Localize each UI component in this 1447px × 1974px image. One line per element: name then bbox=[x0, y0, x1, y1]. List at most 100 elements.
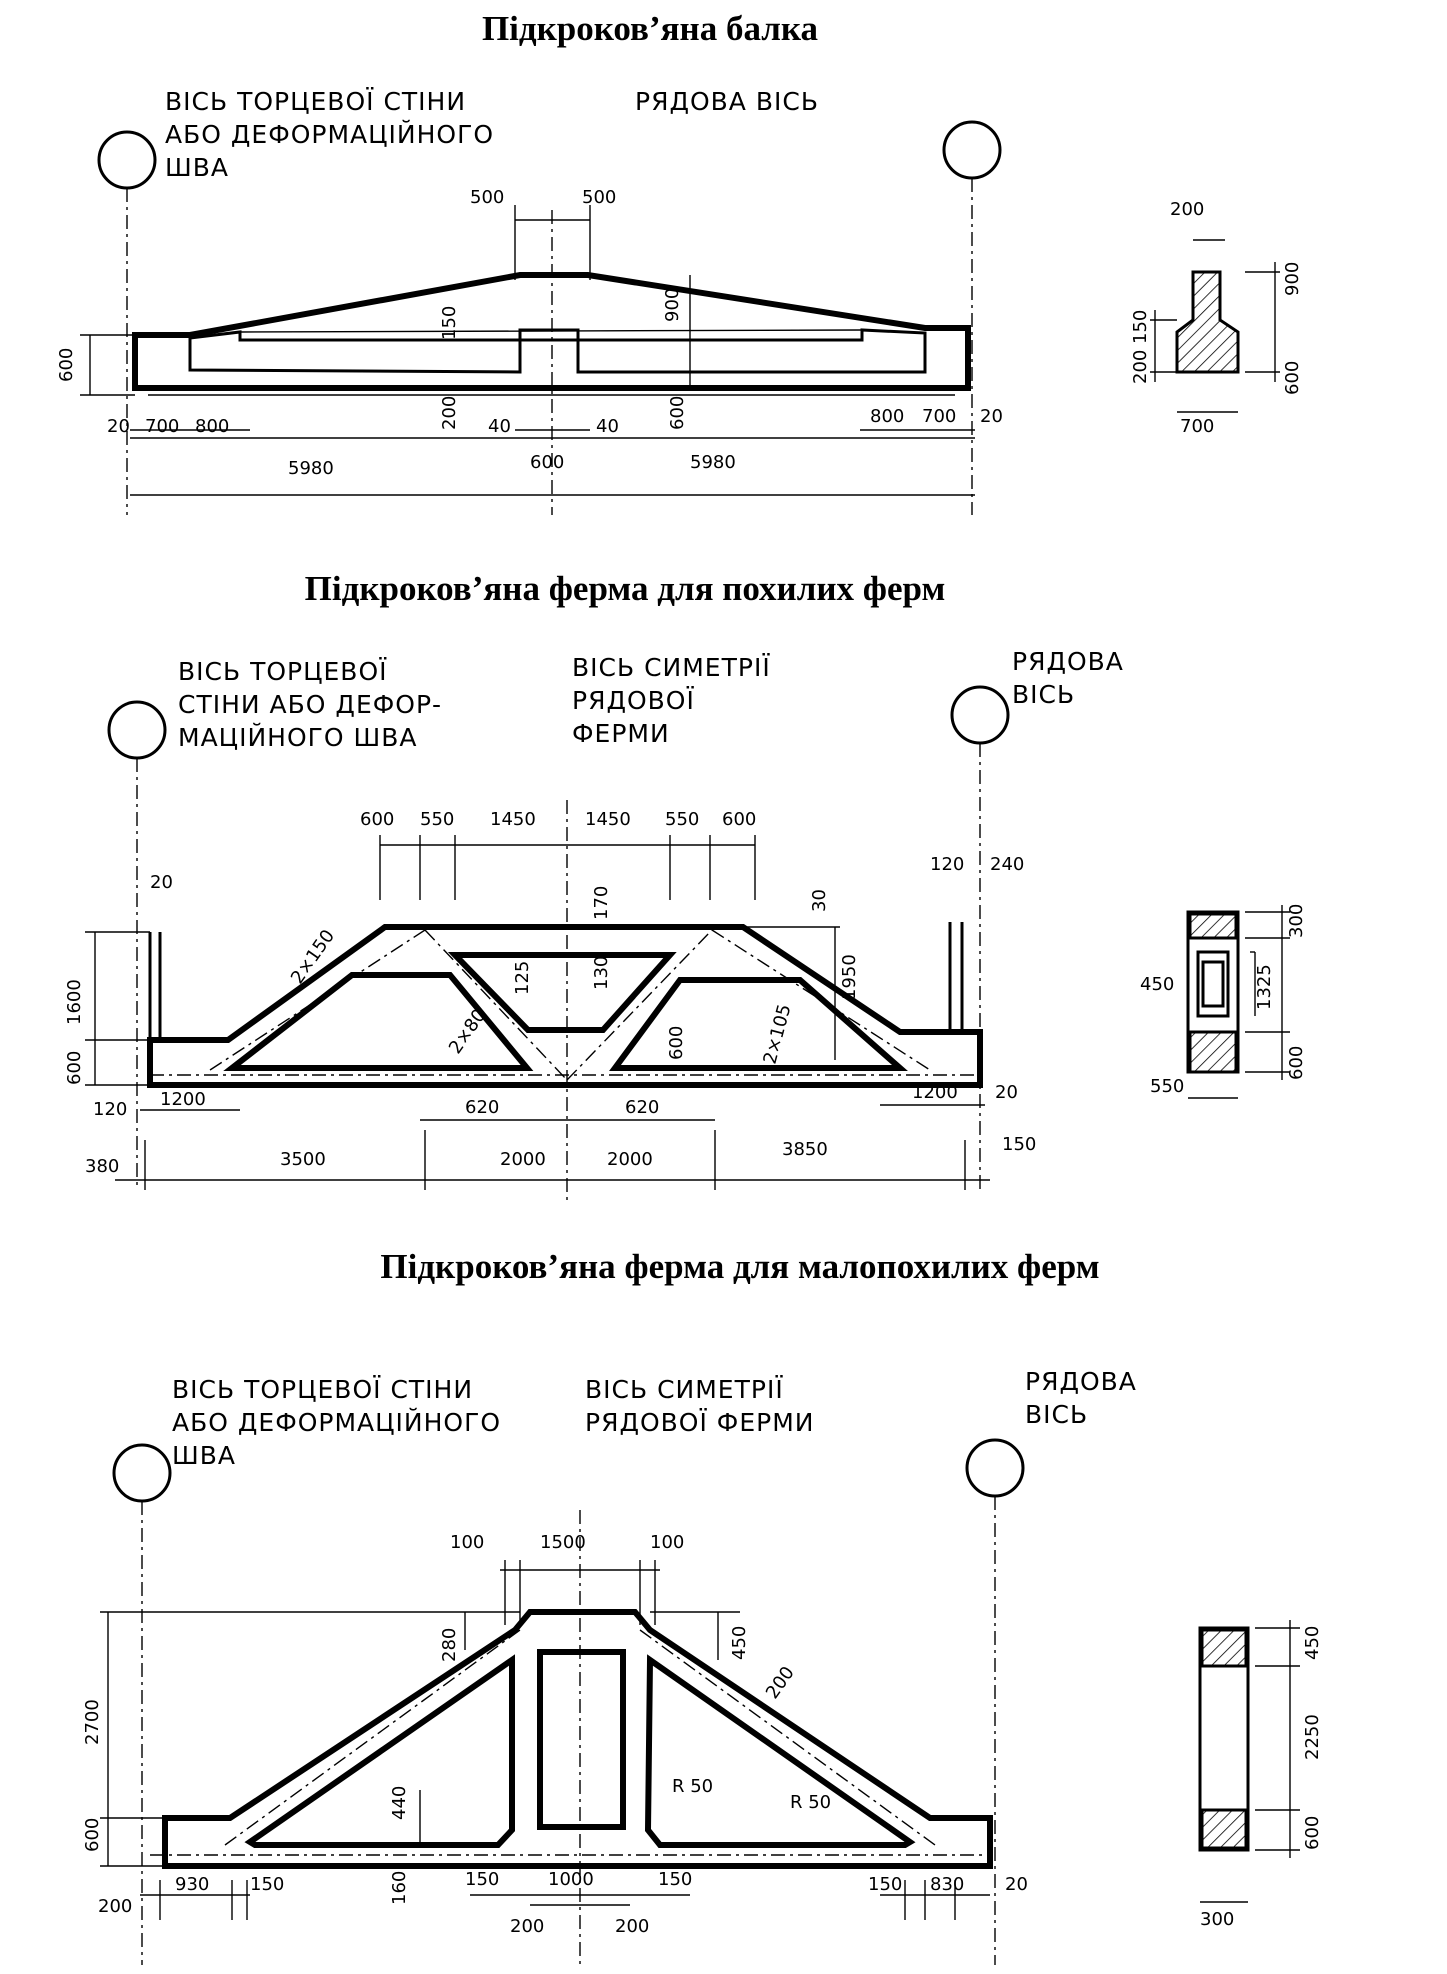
dim-label: 150 bbox=[868, 1874, 902, 1895]
dim-label: 700 bbox=[145, 416, 179, 437]
symmetry-axis-label: ВІСЬ СИМЕТРІЇ РЯДОВОЇ ФЕРМИ bbox=[572, 653, 770, 748]
dim-label: 1600 bbox=[64, 979, 85, 1025]
truss-outline bbox=[147, 924, 983, 1088]
dim-label: 600 bbox=[722, 809, 756, 830]
left-panel bbox=[244, 1654, 515, 1848]
dim-label: 20 bbox=[107, 416, 130, 437]
dim-label: 800 bbox=[870, 406, 904, 427]
cross-section-truss-sloped bbox=[1186, 905, 1290, 1099]
dim-label: 2×80 bbox=[445, 1005, 491, 1058]
dim-label: 2700 bbox=[82, 1699, 103, 1745]
dim-label: 40 bbox=[596, 416, 619, 437]
dim-label: 100 bbox=[650, 1532, 684, 1553]
dim-label: 440 bbox=[389, 1786, 410, 1820]
cross-section-truss-low-slope bbox=[1198, 1620, 1300, 1903]
dim-label: 900 bbox=[662, 288, 683, 322]
dim-label: 550 bbox=[420, 809, 454, 830]
center-opening bbox=[537, 1649, 626, 1830]
dim-label: 200 bbox=[1170, 199, 1204, 220]
diag-axis bbox=[639, 1629, 936, 1846]
diag-axis bbox=[224, 1629, 521, 1846]
dim-label: 5980 bbox=[288, 458, 334, 479]
truss-outline bbox=[162, 1609, 993, 1869]
end-axis-label: ВІСЬ ТОРЦЕВОЇ СТІНИ АБО ДЕФОРМАЦІЙНОГО Ш… bbox=[165, 87, 493, 182]
dim-label: 1450 bbox=[585, 809, 631, 830]
label-line: ВІСЬ СИМЕТРІЇ bbox=[585, 1375, 784, 1404]
row-axis-label: РЯДОВА ВІСЬ bbox=[1025, 1367, 1137, 1429]
label-line: ВІСЬ ТОРЦЕВОЇ СТІНИ bbox=[172, 1375, 473, 1404]
dimension-lines bbox=[85, 835, 990, 1190]
dim-label: 800 bbox=[195, 416, 229, 437]
axis-marker-left bbox=[107, 700, 167, 760]
dim-label: 620 bbox=[465, 1097, 499, 1118]
dim-label: 200 bbox=[98, 1896, 132, 1917]
dim-label: 600 bbox=[1282, 361, 1303, 395]
diag-axis bbox=[566, 929, 713, 1081]
dim-label: 160 bbox=[389, 1871, 410, 1905]
dim-label: 600 bbox=[667, 396, 688, 430]
dim-label: 150 bbox=[1130, 310, 1151, 344]
dim-label: 120 bbox=[93, 1099, 127, 1120]
dim-label: 5980 bbox=[690, 452, 736, 473]
dim-label: 150 bbox=[439, 306, 460, 340]
dim-label: 2×105 bbox=[760, 1002, 796, 1066]
dim-label: R 50 bbox=[672, 1776, 713, 1797]
label-line: ВІСЬ ТОРЦЕВОЇ СТІНИ bbox=[165, 87, 466, 116]
dim-label: 830 bbox=[930, 1874, 964, 1895]
dim-label: 700 bbox=[1180, 416, 1214, 437]
axis-marker-right bbox=[965, 1438, 1025, 1498]
left-panel bbox=[223, 972, 534, 1071]
dim-label: 200 bbox=[762, 1663, 799, 1703]
dim-label: 300 bbox=[1200, 1909, 1234, 1930]
beam-web-opening bbox=[188, 328, 927, 374]
dim-label: 240 bbox=[990, 854, 1024, 875]
symmetry-axis-label: ВІСЬ СИМЕТРІЇ РЯДОВОЇ ФЕРМИ bbox=[585, 1375, 814, 1437]
end-axis-label: ВІСЬ ТОРЦЕВОЇ СТІНИ АБО ДЕФОР- МАЦІЙНОГО… bbox=[178, 657, 442, 752]
dim-label: 20 bbox=[980, 406, 1003, 427]
section-truss-sloped: Підкроков’яна ферма для похилих ферм ВІС… bbox=[64, 569, 1307, 1200]
dim-label: 200 bbox=[510, 1916, 544, 1937]
label-line: АБО ДЕФОРМАЦІЙНОГО bbox=[172, 1408, 501, 1437]
label-line: РЯДОВОЇ ФЕРМИ bbox=[585, 1408, 814, 1437]
dim-label: 930 bbox=[175, 1874, 209, 1895]
dim-label: 100 bbox=[450, 1532, 484, 1553]
dim-label: 600 bbox=[666, 1026, 687, 1060]
dim-label: 3500 bbox=[280, 1149, 326, 1170]
row-axis-label: РЯДОВА ВІСЬ bbox=[1012, 647, 1124, 709]
section-truss-low-slope: Підкроков’яна ферма для малопохилих ферм… bbox=[82, 1247, 1323, 1965]
label-line: РЯДОВОЇ bbox=[572, 686, 695, 715]
dim-label: R 50 bbox=[790, 1792, 831, 1813]
dim-label: 450 bbox=[729, 1626, 750, 1660]
dim-label: 500 bbox=[470, 187, 504, 208]
dim-label: 900 bbox=[1282, 262, 1303, 296]
axis-marker-left bbox=[112, 1443, 172, 1503]
dim-label: 150 bbox=[1002, 1134, 1036, 1155]
section-crane-beam: Підкроков’яна балка ВІСЬ ТОРЦЕВОЇ СТІНИ … bbox=[56, 9, 1303, 515]
dim-label: 600 bbox=[82, 1818, 103, 1852]
dim-label: 2000 bbox=[607, 1149, 653, 1170]
dim-label: 3850 bbox=[782, 1139, 828, 1160]
dim-label: 450 bbox=[1302, 1626, 1323, 1660]
label-line: ШВА bbox=[172, 1441, 236, 1470]
axis-marker-right bbox=[950, 685, 1010, 745]
dimension-lines bbox=[100, 1560, 990, 1920]
dim-label: 20 bbox=[150, 872, 173, 893]
dim-label: 500 bbox=[582, 187, 616, 208]
axis-marker-right bbox=[942, 120, 1002, 180]
dim-label: 200 bbox=[615, 1916, 649, 1937]
diag-axis bbox=[711, 929, 931, 1071]
label-line: СТІНИ АБО ДЕФОР- bbox=[178, 690, 442, 719]
label-line: ФЕРМИ bbox=[572, 719, 670, 748]
section-title: Підкроков’яна ферма для похилих ферм bbox=[305, 569, 946, 608]
label-line: РЯДОВА bbox=[1012, 647, 1124, 676]
section-title: Підкроков’яна балка bbox=[482, 9, 818, 48]
label-line: ВІСЬ bbox=[1025, 1400, 1088, 1429]
dim-label: 550 bbox=[1150, 1076, 1184, 1097]
label-line: РЯДОВА bbox=[1025, 1367, 1137, 1396]
dim-label: 20 bbox=[995, 1082, 1018, 1103]
dim-label: 2250 bbox=[1302, 1714, 1323, 1760]
label-line: МАЦІЙНОГО ШВА bbox=[178, 723, 418, 752]
dim-label: 200 bbox=[1130, 350, 1151, 384]
dim-label: 1325 bbox=[1254, 964, 1275, 1010]
dim-label: 1450 bbox=[490, 809, 536, 830]
